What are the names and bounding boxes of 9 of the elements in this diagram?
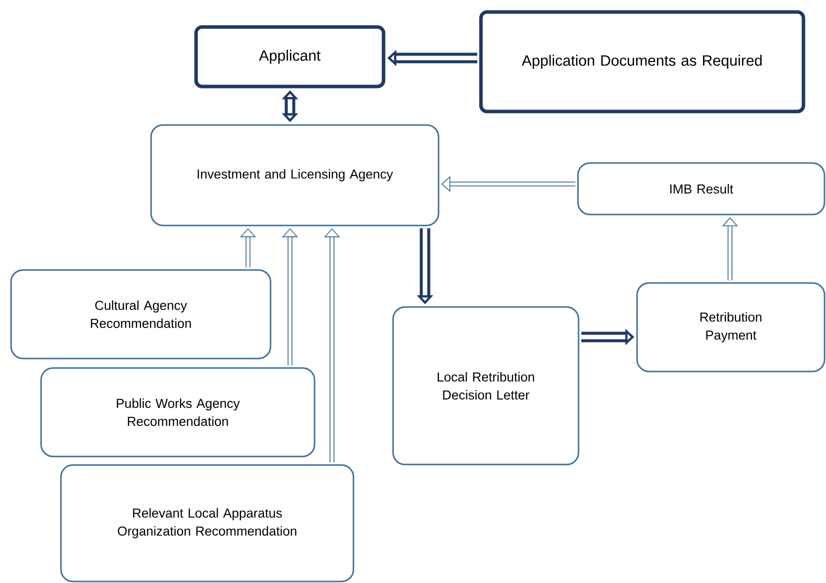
process-box: Retribution Payment [636, 282, 826, 372]
process-box: Cultural Agency Recommendation [10, 269, 272, 360]
process-box: Applicant [194, 25, 386, 88]
process-box: Local Retribution Decision Letter [392, 306, 580, 466]
process-box: Investment and Licensing Agency [150, 124, 440, 226]
process-box: IMB Result [577, 162, 826, 216]
process-box: Application Documents as Required [479, 10, 806, 114]
process-box: Public Works Agency Recommendation [40, 367, 316, 458]
process-box: Relevant Local Apparatus Organization Recommendation [60, 464, 354, 582]
